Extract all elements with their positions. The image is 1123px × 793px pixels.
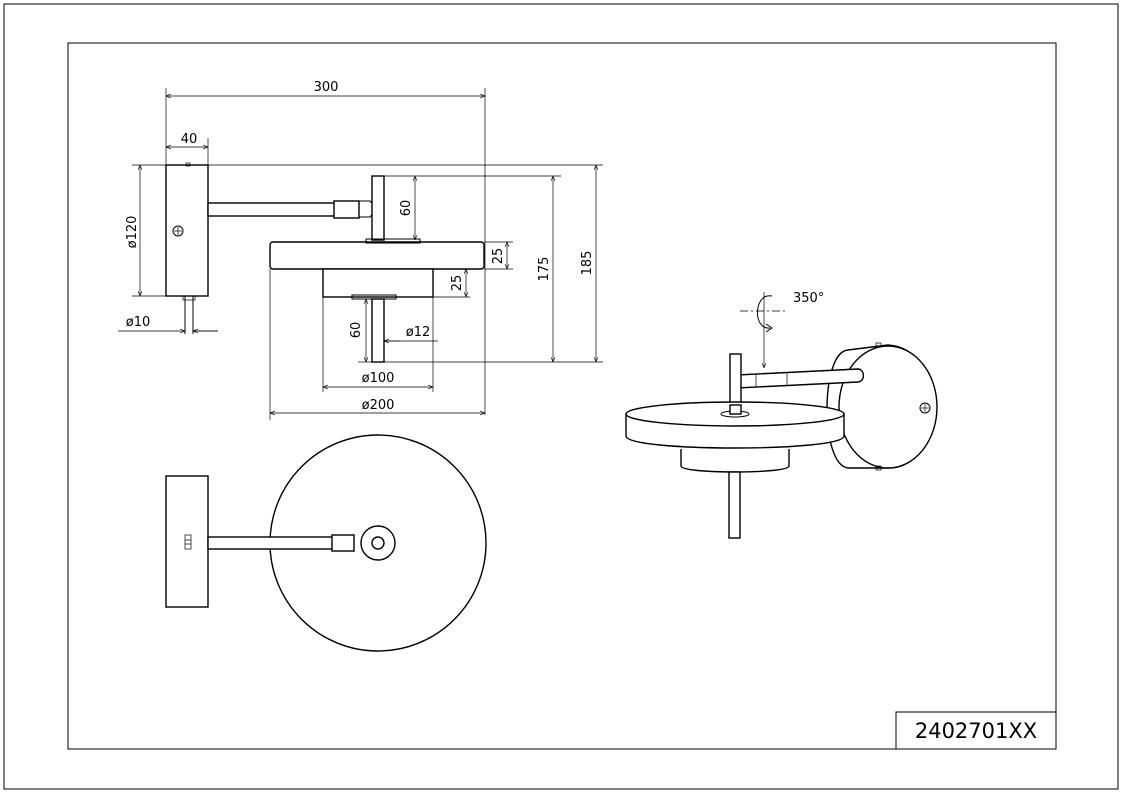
top-view (165, 434, 487, 652)
stem-bottom (371, 298, 385, 363)
side-view: 300 40 ø120 ø10 60 25 25 175 (118, 80, 603, 420)
arm-top (207, 536, 337, 550)
dim-12: ø12 (406, 325, 431, 340)
arm (207, 202, 337, 217)
wall-plate-top (165, 475, 209, 608)
inner-frame (67, 42, 1057, 750)
dim-25-shade: 25 (491, 248, 506, 265)
arm-persp (736, 368, 865, 389)
part-number: 2402701XX (915, 719, 1037, 743)
dim-60-top: 60 (399, 200, 414, 217)
part-number-box: 2402701XX (895, 711, 1057, 750)
outer-frame (3, 3, 1119, 790)
rotation-arrow-icon (757, 295, 773, 329)
dim-10: ø10 (126, 315, 151, 330)
stem-top (371, 175, 385, 241)
wall-plate (165, 164, 209, 297)
shade (269, 241, 485, 270)
dim-175: 175 (537, 257, 552, 282)
rotation-label: 350° (793, 291, 824, 306)
dim-40: 40 (181, 132, 198, 147)
dim-120: ø120 (125, 216, 140, 249)
dim-185: 185 (580, 251, 595, 276)
dim-300: 300 (314, 80, 339, 95)
diffuser (322, 268, 434, 298)
dim-200: ø200 (362, 398, 395, 413)
dim-25-inner: 25 (450, 275, 465, 292)
dim-60-bottom: 60 (349, 322, 364, 339)
stem-bottom-persp (728, 471, 741, 539)
diffuser-persp (680, 449, 790, 473)
screw-icon-persp (919, 402, 931, 414)
perspective-view: 350° (625, 291, 938, 539)
screw-icon (172, 225, 184, 237)
dim-100: ø100 (362, 371, 395, 386)
